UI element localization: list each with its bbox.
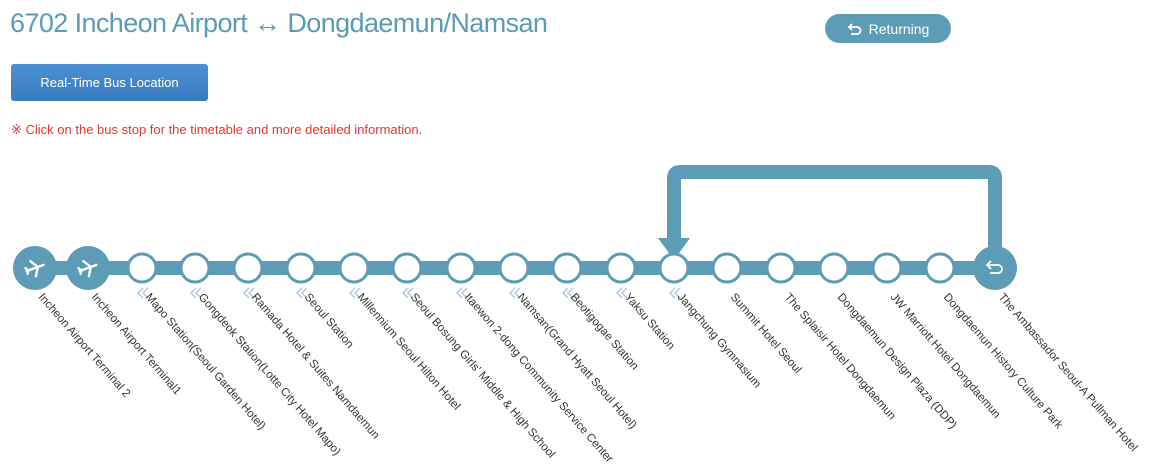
stop-marker[interactable] — [179, 252, 211, 284]
realtime-button-label: Real-Time Bus Location — [40, 75, 179, 90]
direction-chevron — [295, 287, 308, 299]
stop-marker[interactable] — [924, 252, 956, 284]
stop-marker[interactable] — [285, 252, 317, 284]
direction-chevron — [401, 287, 414, 299]
return-loop-arrow — [658, 238, 690, 260]
return-icon — [985, 260, 1003, 274]
stop-marker[interactable] — [973, 246, 1017, 290]
return-loop-line — [667, 165, 1002, 258]
stop-marker[interactable] — [338, 252, 370, 284]
stop-marker[interactable] — [711, 252, 743, 284]
airplane-icon — [77, 259, 98, 278]
stop-marker[interactable] — [126, 252, 158, 284]
stop-marker[interactable] — [232, 252, 264, 284]
returning-button-label: Returning — [868, 20, 930, 37]
notice-text: ※ Click on the bus stop for the timetabl… — [11, 122, 423, 137]
stop-marker[interactable] — [391, 252, 423, 284]
direction-chevron — [615, 287, 628, 299]
direction-chevron — [668, 287, 681, 299]
page-title: 6702 Incheon Airport ↔ Dongdaemun/Namsan — [10, 8, 548, 38]
airplane-icon — [24, 259, 45, 278]
direction-chevron — [242, 287, 255, 299]
direction-chevron — [508, 287, 521, 299]
stop-marker[interactable] — [765, 252, 797, 284]
realtime-bus-location-button[interactable]: Real-Time Bus Location — [11, 64, 208, 101]
direction-chevron — [455, 287, 468, 299]
returning-button[interactable]: Returning — [825, 14, 951, 43]
stop-marker[interactable] — [445, 252, 477, 284]
direction-chevron — [136, 287, 149, 299]
return-icon — [847, 22, 862, 35]
direction-chevron — [189, 287, 202, 299]
stop-marker[interactable] — [658, 252, 690, 284]
stop-marker[interactable] — [551, 252, 583, 284]
stop-marker[interactable] — [871, 252, 903, 284]
stop-marker[interactable] — [498, 252, 530, 284]
stop-marker[interactable] — [818, 252, 850, 284]
direction-chevron — [561, 287, 574, 299]
direction-chevron — [348, 287, 361, 299]
stop-marker[interactable] — [605, 252, 637, 284]
